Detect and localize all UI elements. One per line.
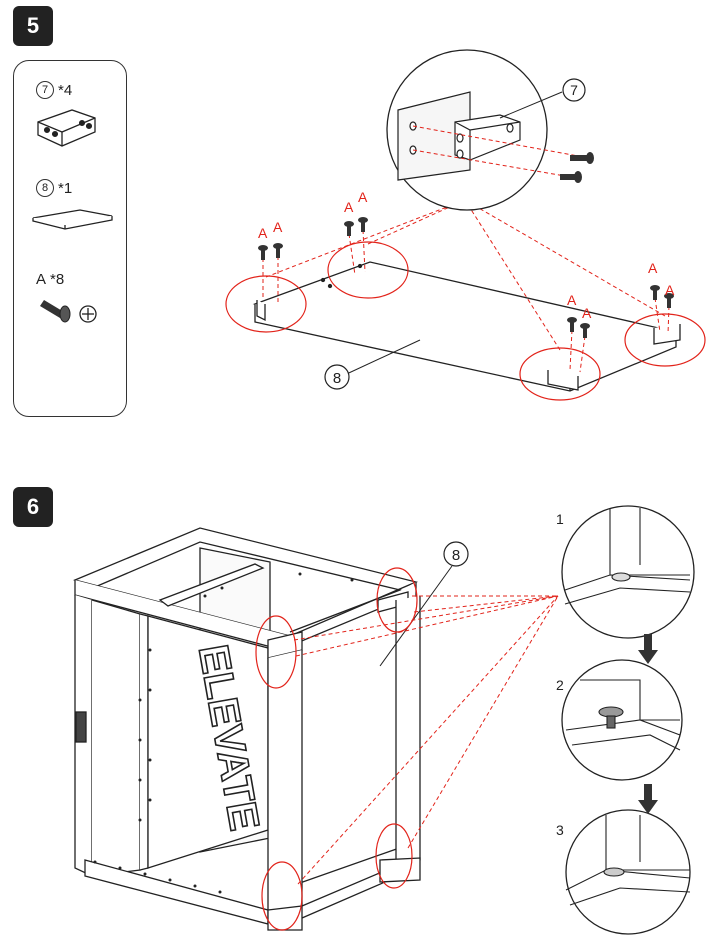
svg-text:1: 1 <box>556 511 564 527</box>
panel-8-icon <box>32 209 113 230</box>
step-5-badge: 5 <box>13 6 53 46</box>
svg-text:A: A <box>665 282 675 298</box>
guide-lines-step6 <box>293 595 559 885</box>
callout-7 <box>562 78 586 102</box>
svg-text:A: A <box>358 189 368 205</box>
part-7-row: 7 *4 <box>36 81 72 99</box>
callout-8-step6 <box>443 541 469 567</box>
svg-text:2: 2 <box>556 677 564 693</box>
screw-labels-step5: A A A A A A A A <box>258 189 675 321</box>
detail-circle-step5 <box>386 49 594 211</box>
bracket-7-icon <box>37 109 96 147</box>
part-8-row: 8 *1 <box>36 179 72 197</box>
callout-7-label: 7 <box>570 82 578 98</box>
part-a-row: A *8 <box>36 271 64 288</box>
svg-text:A: A <box>258 225 268 241</box>
callout-8-step6-label: 8 <box>452 547 460 564</box>
part-8-qty: *1 <box>58 179 73 197</box>
part-8-number: 8 <box>36 179 54 197</box>
detail-circle-1 <box>561 505 695 639</box>
highlight-circles-step5 <box>225 241 706 401</box>
svg-text:A: A <box>344 199 354 215</box>
svg-text:A: A <box>582 305 592 321</box>
svg-text:A: A <box>567 292 577 308</box>
panel-8-drawing <box>252 261 681 392</box>
svg-text:3: 3 <box>556 822 564 838</box>
screw-a-icon <box>40 300 97 323</box>
down-arrow-icons <box>638 634 658 814</box>
detail-circle-2 <box>561 659 683 781</box>
detail-step-labels: 1 2 3 <box>556 511 564 838</box>
step-6-badge: 6 <box>13 487 53 527</box>
part-7-qty: *4 <box>58 81 73 99</box>
detail-circle-3 <box>565 809 691 935</box>
callout-8-step6-leader <box>379 565 453 667</box>
callout-8-step5 <box>324 364 350 390</box>
part-a-letter: A <box>36 271 47 288</box>
part-7-number: 7 <box>36 81 54 99</box>
svg-text:A: A <box>273 219 283 235</box>
guide-lines-step5 <box>262 199 670 373</box>
part-a-qty: *8 <box>50 271 65 288</box>
callout-8-step5-label: 8 <box>333 370 341 387</box>
highlight-circles-step6 <box>255 567 418 931</box>
cabinet-frame-drawing <box>72 527 421 931</box>
svg-text:A: A <box>648 260 658 276</box>
